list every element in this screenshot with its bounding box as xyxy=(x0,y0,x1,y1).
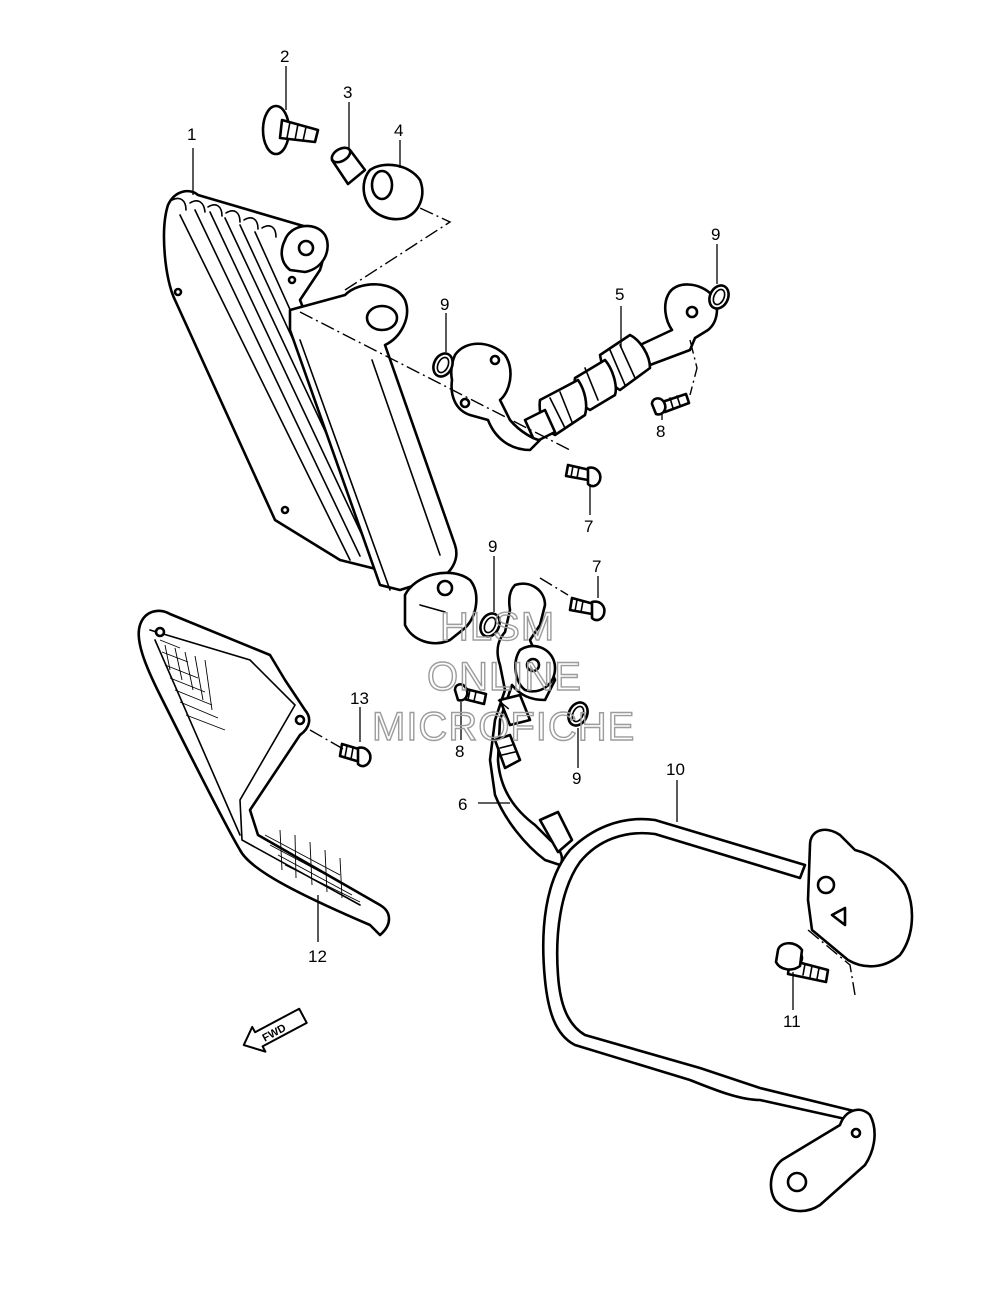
callout-9-b: 9 xyxy=(711,225,720,244)
callout-12: 12 xyxy=(308,947,327,966)
flange-bolt[interactable] xyxy=(774,941,830,984)
assembly-lines xyxy=(299,207,856,996)
fwd-arrow-icon: FWD xyxy=(242,1007,308,1053)
callout-8-lower: 8 xyxy=(455,742,464,761)
callout-9-d: 9 xyxy=(572,769,581,788)
callout-13: 13 xyxy=(350,689,369,708)
bolt-13[interactable] xyxy=(338,742,372,768)
grommet[interactable] xyxy=(362,163,424,221)
bolt-8-lower[interactable] xyxy=(453,683,488,706)
callout-3: 3 xyxy=(343,83,352,102)
callout-labels: 1 2 3 4 5 6 7 7 8 8 9 9 9 9 10 11 12 13 xyxy=(187,47,801,1031)
oil-cooler[interactable] xyxy=(162,189,478,645)
callout-6: 6 xyxy=(458,795,467,814)
bolt-upper[interactable] xyxy=(564,463,602,488)
o-ring-1[interactable] xyxy=(430,350,456,379)
watermark-line-1: HLSM xyxy=(440,605,555,649)
bolt-8-upper[interactable] xyxy=(650,392,691,416)
callout-10: 10 xyxy=(666,760,685,779)
cooler-guard[interactable] xyxy=(137,609,391,937)
o-ring-3[interactable] xyxy=(477,610,503,639)
bolt-lower[interactable] xyxy=(568,596,606,622)
screw-washer[interactable] xyxy=(261,104,320,156)
callout-5: 5 xyxy=(615,285,624,304)
callout-7-lower: 7 xyxy=(592,557,601,576)
o-ring-4[interactable] xyxy=(565,699,591,728)
guard-bar[interactable] xyxy=(541,817,914,1213)
callout-11: 11 xyxy=(783,1012,801,1031)
callout-leaders xyxy=(192,66,794,1010)
callout-4: 4 xyxy=(394,121,403,140)
collar[interactable] xyxy=(329,145,367,186)
callout-1: 1 xyxy=(187,125,196,144)
oil-hose-upper[interactable] xyxy=(449,283,719,452)
callout-8-upper: 8 xyxy=(656,422,665,441)
callout-9-a: 9 xyxy=(440,295,449,314)
watermark: HLSM ONLINE MICROFICHE xyxy=(371,604,635,749)
oil-hose-lower[interactable] xyxy=(488,582,574,867)
callout-7-upper: 7 xyxy=(584,517,593,536)
callout-9-c: 9 xyxy=(488,537,497,556)
callout-2: 2 xyxy=(280,47,289,66)
watermark-line-3: MICROFICHE xyxy=(372,705,635,749)
watermark-line-2: ONLINE xyxy=(427,655,582,699)
o-ring-2[interactable] xyxy=(706,282,732,311)
